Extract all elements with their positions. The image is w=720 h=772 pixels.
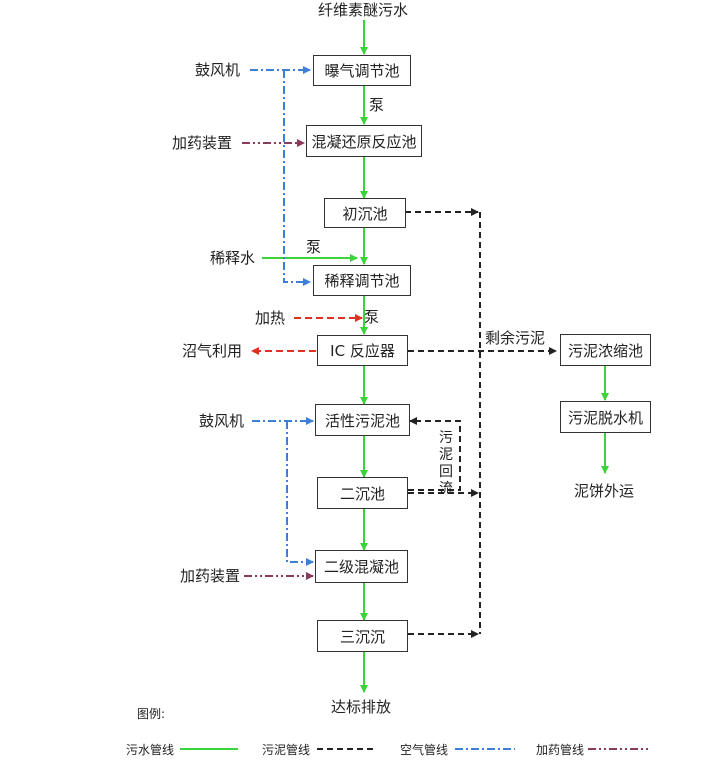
input-dilution-water: 稀释水 [210,249,256,267]
input-heating: 加热 [255,309,286,327]
node-secondary-clarifier: 二沉池 [317,477,408,509]
input-blower-2: 鼓风机 [199,412,245,430]
node-discharge: 达标排放 [331,698,392,716]
annotation-sludge-return: 污泥回流 [439,430,453,497]
node-coagulation-reactor: 混凝还原反应池 [306,125,422,157]
node-cake: 泥饼外运 [574,482,635,500]
annotation-pump-2: 泵 [306,238,322,256]
air-blower1-to-dilution [283,70,311,286]
node-source: 纤维素醚污水 [318,1,409,19]
node-sludge-dewatering: 污泥脱水机 [560,401,651,433]
node-activated-sludge-tank: 活性污泥池 [315,404,410,436]
output-biogas: 沼气利用 [182,342,243,360]
annotation-pump-1: 泵 [369,96,385,114]
input-dosing-2: 加药装置 [180,567,241,585]
legend-label-sewage: 污水管线 [126,743,175,757]
node-tertiary-clarifier: 三沉沉 [317,620,408,652]
legend-label-sludge: 污泥管线 [262,743,311,757]
node-aeration-tank: 曝气调节池 [313,55,411,86]
node-dilution-tank: 稀释调节池 [313,265,411,296]
sludge-return-line [408,417,461,491]
node-ic-reactor: IC 反应器 [317,335,408,366]
node-sludge-thickener: 污泥浓缩池 [560,334,651,366]
input-dosing-1: 加药装置 [172,134,233,152]
legend-label-dosing: 加药管线 [536,743,585,757]
air-blower2-to-coag2 [286,421,314,566]
legend-title: 图例: [137,707,166,721]
input-blower-1: 鼓风机 [195,61,241,79]
annotation-pump-3: 泵 [364,308,380,326]
legend-label-air: 空气管线 [400,743,449,757]
node-secondary-coagulation: 二级混凝池 [315,550,408,583]
node-primary-clarifier: 初沉池 [324,198,406,228]
annotation-excess-sludge: 剩余污泥 [485,329,546,347]
